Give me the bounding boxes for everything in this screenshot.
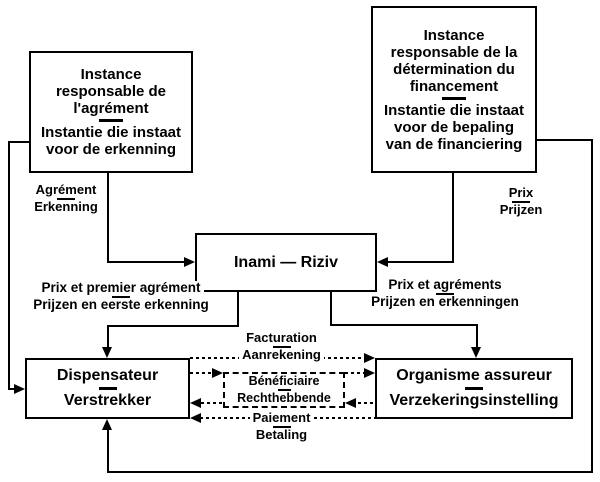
label-prix-premier-agrement: Prix et premier agrément Prijzen en eers… bbox=[10, 281, 232, 312]
connector-prix-agrements-vertical bbox=[476, 324, 478, 347]
box-beneficiaire-nl: Rechthebbende bbox=[237, 391, 331, 405]
connector-prix-premier-drop bbox=[237, 292, 239, 327]
arrowhead-right-icon bbox=[184, 257, 195, 267]
box-inami-riziv: Inami — Riziv bbox=[195, 233, 377, 292]
arrowhead-right-icon bbox=[14, 384, 25, 394]
box-agrement-authority: Instance responsable de l'agrément Insta… bbox=[29, 51, 193, 173]
arrowhead-down-icon bbox=[471, 347, 481, 358]
box-organisme-assureur-nl: Verzekeringsinstelling bbox=[389, 392, 559, 409]
label-paiement: Paiement Betaling bbox=[219, 411, 344, 442]
label-prix-nl: Prijzen bbox=[496, 203, 546, 217]
label-prix-agrements: Prix et agréments Prijzen en erkenningen bbox=[350, 278, 540, 309]
arrowhead-down-icon bbox=[102, 347, 112, 358]
connector-prix-premier-vertical bbox=[107, 325, 109, 349]
connector-beneficiaire-to-dispensateur bbox=[201, 402, 223, 404]
label-paiement-nl: Betaling bbox=[252, 428, 311, 442]
box-beneficiaire: Bénéficiaire Rechthebbende bbox=[223, 372, 345, 408]
bilingual-separator bbox=[277, 389, 291, 391]
bilingual-separator bbox=[436, 293, 454, 295]
box-agrement-authority-fr: Instance bbox=[80, 66, 142, 83]
label-prix-premier-agrement-fr: Prix et premier agrément bbox=[38, 281, 204, 295]
box-dispensateur-nl: Verstrekker bbox=[63, 392, 152, 409]
box-dispensateur-fr: Dispensateur bbox=[56, 367, 159, 384]
label-prix: Prix Prijzen bbox=[479, 186, 563, 217]
arrowhead-right-icon bbox=[212, 368, 223, 378]
box-financing-authority: Instance responsable de la détermination… bbox=[371, 6, 537, 173]
bilingual-separator bbox=[98, 387, 117, 390]
connector-right-outer-top bbox=[537, 139, 593, 141]
connector-left-outer-bottom bbox=[8, 388, 17, 390]
connector-prix-vertical bbox=[452, 172, 454, 263]
bilingual-separator bbox=[442, 96, 466, 100]
connector-prix-agrements-drop bbox=[330, 292, 332, 326]
box-financing-authority-fr: Instance bbox=[423, 26, 485, 44]
arrowhead-left-icon bbox=[345, 398, 356, 408]
label-paiement-fr: Paiement bbox=[249, 411, 314, 425]
label-agrement-fr: Agrément bbox=[32, 183, 100, 197]
arrowhead-left-icon bbox=[190, 413, 201, 423]
bilingual-separator bbox=[99, 119, 123, 122]
label-facturation-nl: Aanrekening bbox=[239, 348, 324, 362]
box-organisme-assureur-fr: Organisme assureur bbox=[396, 367, 552, 384]
box-beneficiaire-fr: Bénéficiaire bbox=[248, 374, 320, 388]
arrowhead-left-icon bbox=[377, 257, 388, 267]
bilingual-separator bbox=[112, 296, 130, 298]
label-agrement: Agrément Erkenning bbox=[24, 183, 108, 214]
connector-left-outer-vertical bbox=[8, 141, 10, 390]
connector-prix-premier-horizontal bbox=[107, 325, 239, 327]
connector-right-outer-vertical bbox=[591, 139, 593, 473]
connector-bottom-riser bbox=[107, 428, 109, 473]
label-agrement-nl: Erkenning bbox=[31, 200, 101, 214]
label-prix-premier-agrement-nl: Prijzen en eerste erkenning bbox=[30, 298, 212, 312]
bilingual-separator bbox=[272, 346, 291, 348]
connector-agrement-vertical bbox=[107, 173, 109, 263]
bilingual-separator bbox=[465, 387, 483, 390]
label-facturation: Facturation Aanrekening bbox=[219, 331, 344, 362]
inami-riziv-label: Inami — Riziv bbox=[233, 253, 339, 271]
connector-left-outer-top bbox=[8, 141, 29, 143]
label-prix-agrements-nl: Prijzen en erkenningen bbox=[368, 295, 522, 309]
bilingual-separator bbox=[272, 426, 291, 428]
label-prix-fr: Prix bbox=[505, 186, 537, 200]
label-prix-agrements-fr: Prix et agréments bbox=[385, 278, 505, 292]
arrowhead-up-icon bbox=[102, 419, 112, 430]
bilingual-separator bbox=[57, 198, 75, 200]
connector-agrement-horizontal bbox=[107, 261, 187, 263]
arrowhead-right-icon bbox=[364, 368, 375, 378]
label-facturation-fr: Facturation bbox=[243, 331, 320, 345]
connector-beneficiaire-to-assureur bbox=[345, 372, 365, 374]
box-dispensateur: Dispensateur Verstrekker bbox=[25, 358, 190, 419]
bilingual-separator bbox=[512, 201, 530, 203]
connector-right-outer-bottom bbox=[107, 471, 593, 473]
arrowhead-right-icon bbox=[364, 353, 375, 363]
connector-assureur-to-beneficiaire bbox=[352, 402, 375, 404]
box-agrement-authority-nl: Instantie die instaat bbox=[40, 124, 182, 141]
arrowhead-left-icon bbox=[190, 398, 201, 408]
box-organisme-assureur: Organisme assureur Verzekeringsinstellin… bbox=[375, 358, 573, 419]
connector-prix-agrements-horizontal bbox=[330, 324, 478, 326]
box-financing-authority-nl: Instantie die instaat bbox=[383, 101, 525, 119]
connector-prix-horizontal bbox=[387, 261, 454, 263]
connector-to-beneficiaire bbox=[190, 372, 214, 374]
